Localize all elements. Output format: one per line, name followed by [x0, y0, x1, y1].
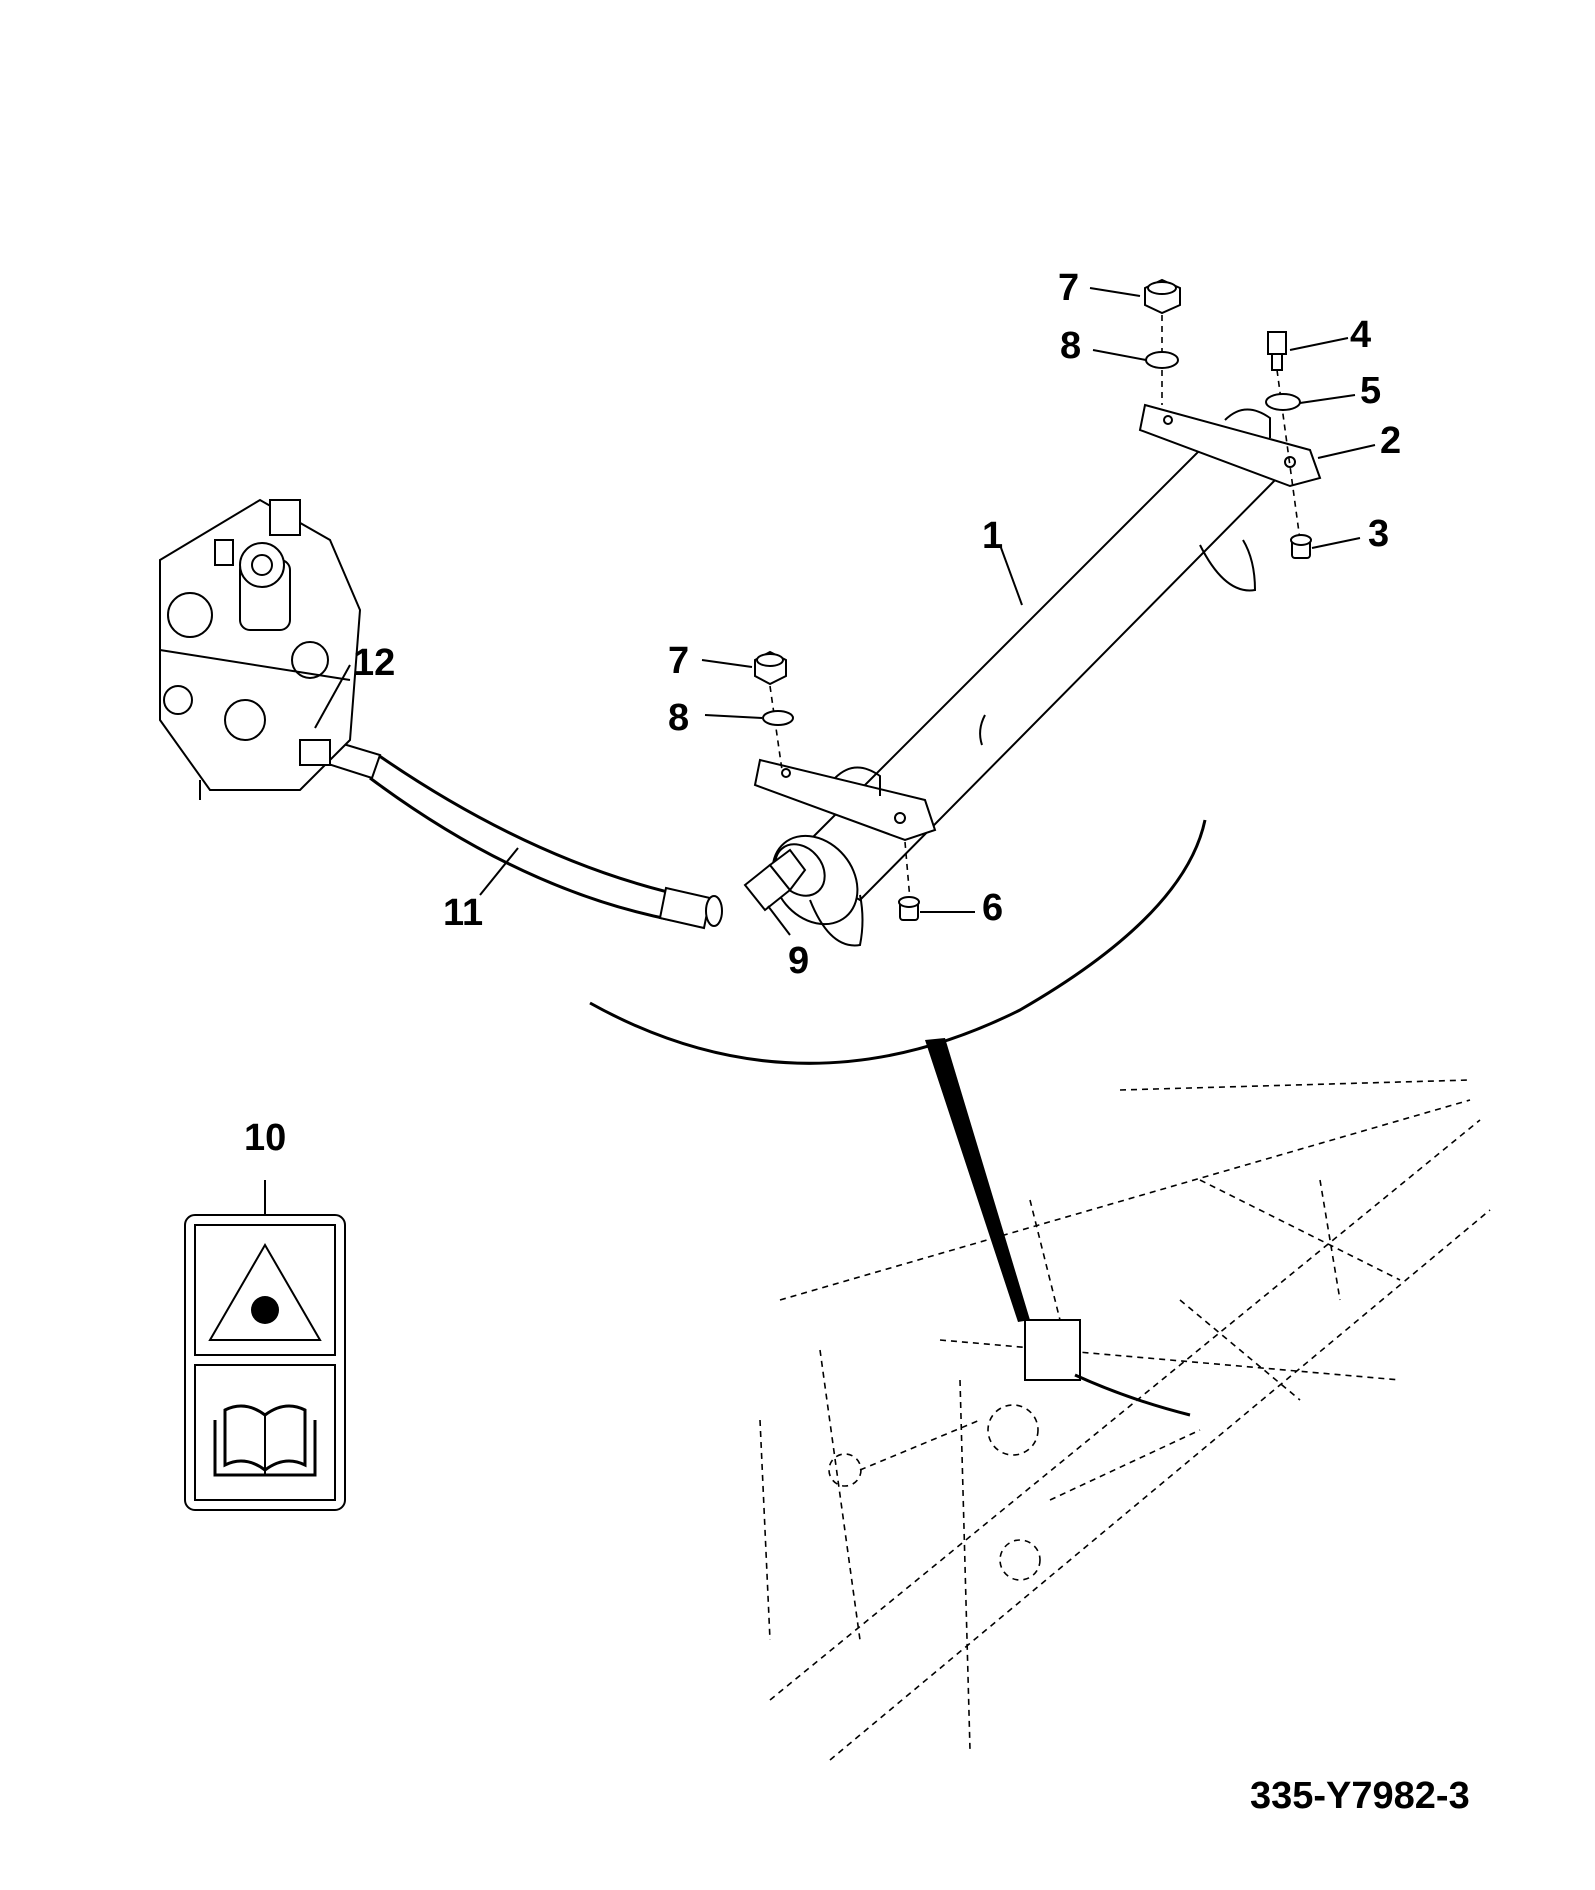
- callout-7-lower: 7: [668, 640, 689, 682]
- leader-8b: [704, 714, 763, 719]
- callout-10: 10: [244, 1117, 286, 1159]
- leader-11: [479, 847, 519, 896]
- control-valve: [159, 498, 362, 800]
- nut-lower-right: [1290, 534, 1312, 559]
- leader-1: [999, 544, 1023, 606]
- nut-lower: [754, 650, 787, 771]
- callout-12: 12: [353, 642, 395, 684]
- bolt: [1267, 331, 1301, 541]
- leader-4: [1289, 337, 1349, 351]
- manual-book-icon: [213, 1404, 317, 1477]
- callout-1: 1: [982, 515, 1003, 557]
- washer-upper: [1145, 351, 1179, 369]
- washer-bolt: [1265, 393, 1301, 411]
- nut-upper: [1144, 278, 1181, 405]
- washer-lower: [762, 710, 794, 726]
- callout-6: 6: [982, 887, 1003, 929]
- chassis-overview: [759, 1079, 1491, 1761]
- leader-2: [1317, 444, 1376, 459]
- detail-pointer: [925, 1038, 1030, 1322]
- leader-8a: [1092, 349, 1147, 361]
- safety-decal: [184, 1180, 346, 1511]
- leader-7a: [1089, 287, 1141, 297]
- callout-9: 9: [788, 940, 809, 982]
- callout-8-upper: 8: [1060, 325, 1081, 367]
- leader-9: [767, 905, 791, 936]
- leader-3: [1311, 537, 1361, 549]
- drawing-number: 335-Y7982-3: [1250, 1775, 1470, 1817]
- adapter: [743, 848, 807, 912]
- leader-5: [1299, 394, 1356, 404]
- nut-lower-bolt: [898, 841, 920, 921]
- callout-3: 3: [1368, 513, 1389, 555]
- callout-4: 4: [1350, 314, 1371, 356]
- callout-2: 2: [1380, 420, 1401, 462]
- callout-5: 5: [1360, 370, 1381, 412]
- leader-7b: [701, 659, 753, 668]
- warning-triangle-icon: [208, 1243, 322, 1341]
- leader-12: [314, 664, 351, 729]
- callout-11: 11: [443, 892, 483, 934]
- hose: [320, 738, 723, 930]
- detail-arc: [589, 819, 1207, 1065]
- callout-7-upper: 7: [1058, 267, 1079, 309]
- callout-8-lower: 8: [668, 697, 689, 739]
- accumulator-cylinder: [753, 403, 1322, 947]
